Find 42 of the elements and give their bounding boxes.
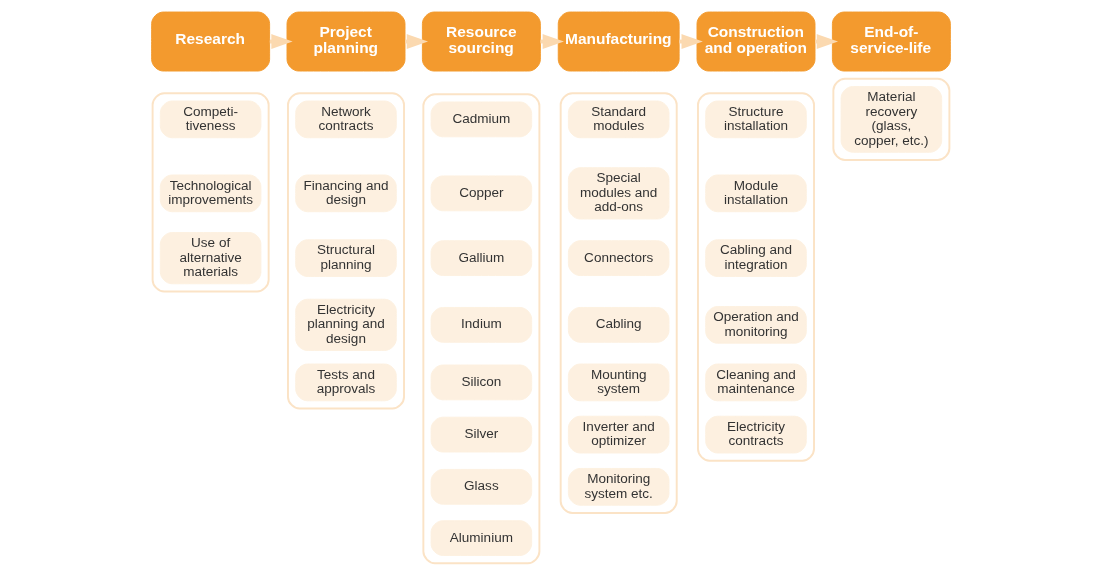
node-box: Network contracts bbox=[294, 100, 397, 139]
node-box: Cadmium bbox=[430, 101, 532, 138]
node-box: Technological improvements bbox=[159, 174, 261, 213]
node-box: Cabling and integration bbox=[704, 239, 807, 277]
node-box: Indium bbox=[430, 306, 532, 343]
node-box: Inverter and optimizer bbox=[567, 415, 669, 454]
node-box: Competi-tiveness bbox=[159, 100, 261, 139]
node-box: Construction and operation bbox=[696, 11, 815, 72]
node-box: Project planning bbox=[286, 11, 405, 72]
node-box: Electricity contracts bbox=[704, 415, 807, 454]
node-box: Silver bbox=[430, 416, 532, 453]
node-box: Silicon bbox=[430, 364, 532, 401]
cluster bbox=[696, 92, 815, 462]
cluster bbox=[421, 93, 540, 565]
node-box: Aluminium bbox=[430, 520, 532, 556]
node-box: Gallium bbox=[430, 240, 532, 277]
cluster bbox=[286, 92, 405, 410]
node-box: Standard modules bbox=[567, 100, 669, 139]
node-box: Tests and approvals bbox=[294, 363, 397, 402]
node-box: Glass bbox=[430, 468, 532, 505]
node-box: Mounting system bbox=[567, 363, 669, 402]
node-box: Resource sourcing bbox=[421, 11, 541, 72]
node-box: Copper bbox=[430, 175, 532, 212]
node-box: Cabling bbox=[567, 306, 669, 343]
cluster bbox=[151, 92, 270, 293]
node-box: Operation and monitoring bbox=[704, 306, 807, 344]
node-box: Special modules and add-ons bbox=[567, 167, 669, 220]
node-box: Use of alternative materials bbox=[159, 232, 261, 285]
node-box: Research bbox=[150, 11, 270, 72]
cluster bbox=[831, 77, 950, 161]
node-box: Monitoring system etc. bbox=[567, 467, 669, 506]
node-box: Material recovery (glass, copper, etc.) bbox=[840, 86, 942, 153]
node-box: Connectors bbox=[567, 240, 669, 277]
node-box: Module installation bbox=[704, 174, 807, 213]
node-box: Cleaning and maintenance bbox=[704, 363, 807, 402]
node-box: Structural planning bbox=[294, 239, 397, 277]
node-box: Manufacturing bbox=[557, 11, 680, 72]
node-box: Structure installation bbox=[704, 100, 807, 139]
cluster bbox=[559, 92, 678, 514]
node-box: Electricity planning and design bbox=[294, 298, 397, 351]
node-box: End-of-service-life bbox=[831, 11, 951, 72]
node-box: Financing and design bbox=[294, 174, 397, 213]
